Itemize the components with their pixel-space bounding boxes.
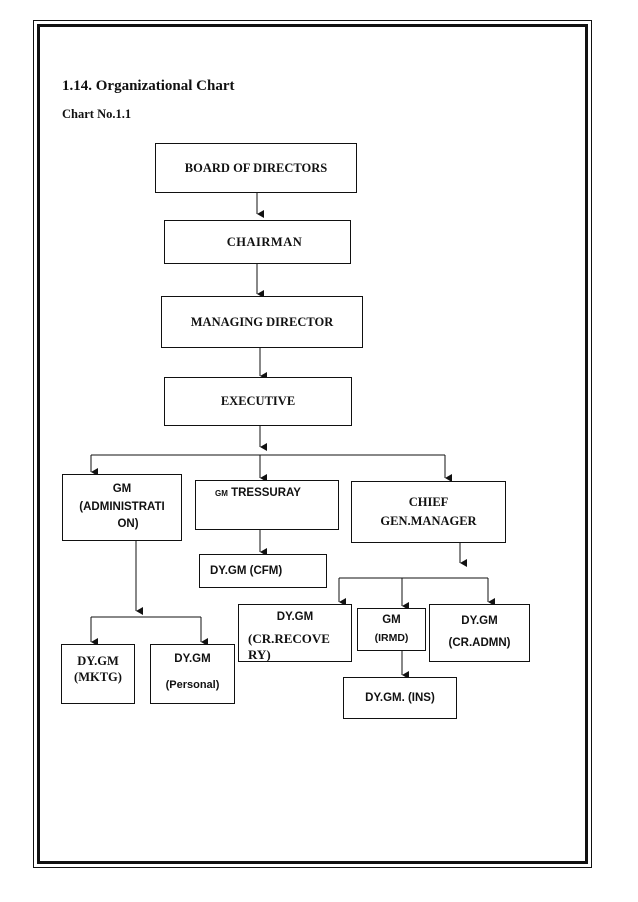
- node-dygm-cradmn: DY.GM (CR.ADMN): [429, 604, 530, 662]
- node-dygm-personal: DY.GM (Personal): [150, 644, 235, 704]
- node-md-label: MANAGING DIRECTOR: [190, 314, 334, 329]
- node-chief-line2: GEN.MANAGER: [380, 514, 477, 528]
- page-title: 1.14. Organizational Chart: [62, 78, 235, 94]
- node-gm-admin-line2: (ADMINISTRATI: [79, 500, 165, 513]
- node-executive: EXECUTIVE: [164, 377, 352, 426]
- node-chief-line1: CHIEF: [408, 494, 449, 509]
- node-board-of-directors: BOARD OF DIRECTORS: [155, 143, 357, 193]
- node-recovery-line1: DY.GM: [276, 611, 314, 623]
- node-recovery-line2: (CR.RECOVE: [248, 630, 330, 646]
- node-cradmn-line1: DY.GM: [461, 615, 498, 628]
- node-dygm-cfm: DY.GM (CFM): [199, 554, 327, 588]
- page-border: [33, 20, 592, 868]
- node-gm-treasury: GM TRESSURAY: [195, 480, 339, 530]
- chart-number: Chart No.1.1: [62, 107, 132, 121]
- node-cfm-label: DY.GM (CFM): [210, 565, 283, 577]
- node-personal-line2: (Personal): [165, 678, 220, 691]
- node-mktg-line1: DY.GM: [77, 654, 119, 668]
- node-chief-gen-manager: CHIEF GEN.MANAGER: [351, 481, 506, 543]
- node-gm-admin-line3: ON): [117, 518, 139, 531]
- node-personal-line1: DY.GM: [174, 653, 211, 665]
- node-dygm-mktg: DY.GM (MKTG): [61, 644, 135, 704]
- node-gm-admin-line1: GM: [112, 482, 132, 495]
- node-board-label: BOARD OF DIRECTORS: [184, 160, 328, 175]
- node-gm-treasury-name: TRESSURAY: [231, 487, 301, 499]
- node-dygm-recovery: DY.GM (CR.RECOVE RY): [238, 604, 352, 662]
- node-recovery-line3: RY): [248, 646, 271, 662]
- node-chairman-label: CHAIRMAN: [226, 234, 303, 249]
- node-chairman: CHAIRMAN: [164, 220, 351, 264]
- node-managing-director: MANAGING DIRECTOR: [161, 296, 363, 348]
- node-mktg-line2: (MKTG): [74, 670, 122, 685]
- node-executive-label: EXECUTIVE: [220, 394, 296, 408]
- node-dygm-ins: DY.GM. (INS): [343, 677, 457, 719]
- node-irmd-line2: (IRMD): [374, 632, 409, 645]
- node-ins-label: DY.GM. (INS): [365, 692, 435, 704]
- node-gm-administration: GM (ADMINISTRATI ON): [62, 474, 182, 541]
- node-irmd-line1: GM: [382, 614, 401, 627]
- node-gm-irmd: GM (IRMD): [357, 608, 426, 651]
- node-cradmn-line2: (CR.ADMN): [448, 637, 511, 649]
- node-gm-treasury-prefix: GM: [215, 489, 228, 498]
